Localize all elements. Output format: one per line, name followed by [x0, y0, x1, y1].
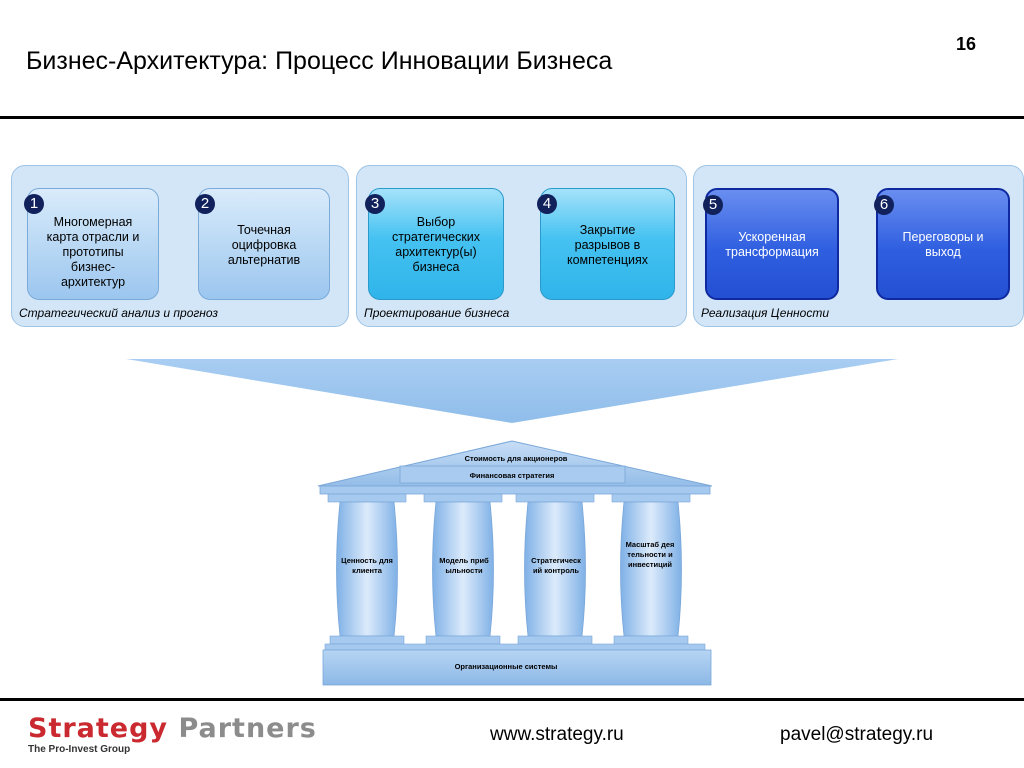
phase-value-realization: 5 Ускоренная трансформация 6 Переговоры … [693, 165, 1024, 327]
step-3: 3 Выбор стратегических архитектур(ы) биз… [365, 188, 504, 300]
step-number-badge: 6 [874, 195, 894, 215]
step-number-badge: 4 [537, 194, 557, 214]
footer-divider [0, 698, 1024, 701]
step-number-badge: 1 [24, 194, 44, 214]
logo-subtitle: The Pro-Invest Group [28, 744, 131, 755]
roof-band-label: Финансовая стратегия [470, 471, 555, 480]
phase-label: Реализация Ценности [701, 306, 829, 320]
phase-label: Стратегический анализ и прогноз [19, 306, 219, 320]
logo-word-partners: Partners [178, 713, 317, 744]
base-label: Организационные системы [455, 662, 558, 671]
pillar-label-3: Стратегический контроль [531, 556, 581, 575]
step-text: Переговоры и выход [902, 230, 984, 259]
temple-column-2 [423, 493, 503, 645]
page-number: 16 [956, 34, 977, 54]
page-title: Бизнес-Архитектура: Процесс Инновации Би… [26, 47, 613, 75]
step-text: Ускоренная трансформация [725, 230, 819, 259]
phase-business-design: 3 Выбор стратегических архитектур(ы) биз… [356, 165, 687, 327]
step-text: Точечная оцифровка альтернатив [227, 223, 301, 267]
temple-base [322, 643, 712, 686]
logo-word-strategy: Strategy [28, 713, 169, 744]
step-2: 2 Точечная оцифровка альтернатив [195, 188, 330, 300]
step-text: Выбор стратегических архитектур(ы) бизне… [391, 215, 481, 274]
step-1: 1 Многомерная карта отрасли и прототипы … [24, 188, 159, 300]
temple-roof [317, 440, 713, 495]
roof-top-label: Стоимость для акционеров [465, 454, 568, 463]
temple-column-3 [515, 493, 595, 645]
website-link[interactable]: www.strategy.ru [490, 724, 624, 745]
temple-column-1 [327, 493, 407, 645]
step-number-badge: 3 [365, 194, 385, 214]
header-divider [0, 116, 1024, 119]
step-5: 5 Ускоренная трансформация [703, 188, 839, 300]
pillar-label-4: Масштаб деятельности и инвестиций [625, 540, 675, 569]
step-6: 6 Переговоры и выход [874, 188, 1010, 300]
step-4: 4 Закрытие разрывов в компетенциях [537, 188, 675, 300]
email-link[interactable]: pavel@strategy.ru [780, 724, 934, 745]
step-text: Многомерная карта отрасли и прототипы би… [46, 215, 140, 289]
pillar-label-1: Ценность для клиента [341, 556, 393, 575]
step-text: Закрытие разрывов в компетенциях [566, 223, 649, 267]
phase-strategic-analysis: 1 Многомерная карта отрасли и прототипы … [11, 165, 349, 327]
phase-label: Проектирование бизнеса [364, 306, 510, 320]
strategy-partners-logo: Strategy Partners The Pro-Invest Group [28, 713, 317, 756]
step-number-badge: 2 [195, 194, 215, 214]
pillar-label-2: Модель прибыльности [439, 556, 489, 575]
step-number-badge: 5 [703, 195, 723, 215]
